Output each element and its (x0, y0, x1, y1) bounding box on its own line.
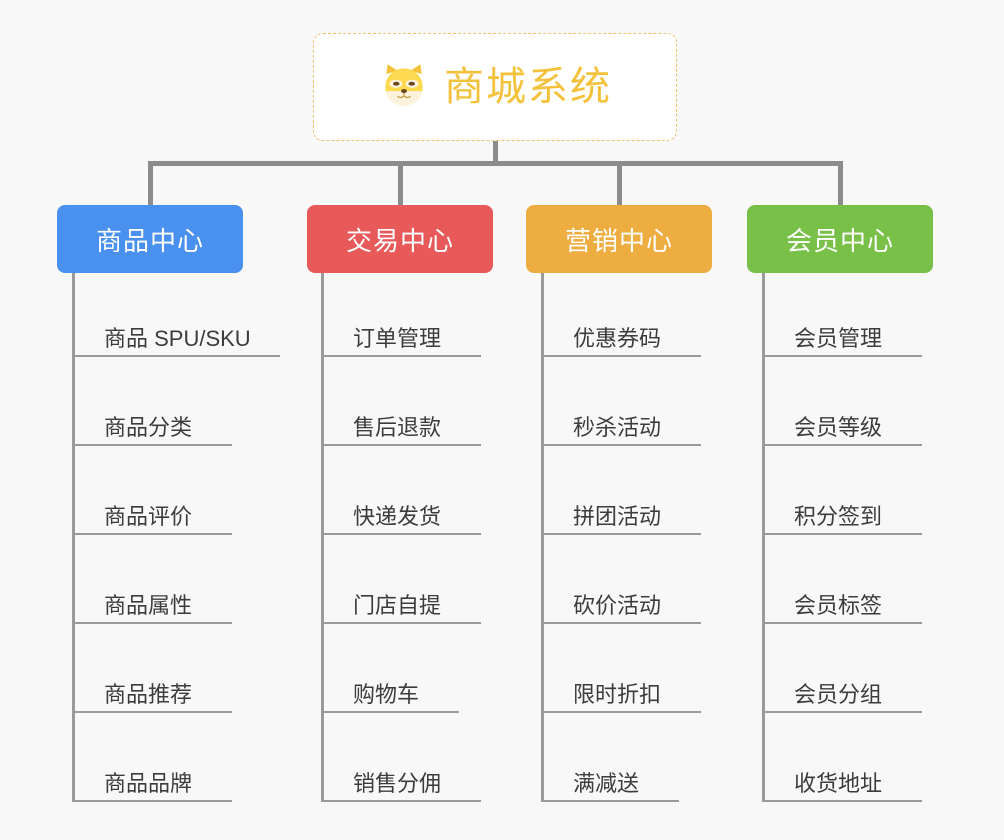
connector-drop-member-center (838, 161, 843, 205)
leaf-item[interactable]: 秒杀活动 (541, 394, 701, 446)
leaf-item-label: 销售分佣 (353, 771, 442, 796)
shiba-dog-emoji (378, 61, 430, 113)
leaf-item-label: 会员标签 (794, 593, 883, 618)
category-label: 会员中心 (785, 225, 894, 256)
leaf-item-label: 快递发货 (353, 504, 442, 529)
connector-drop-marketing-center (617, 161, 622, 205)
category-box-trade-center[interactable]: 交易中心 (307, 205, 493, 273)
leaf-item[interactable]: 门店自提 (321, 572, 481, 624)
leaf-item[interactable]: 优惠券码 (541, 305, 701, 357)
leaf-item[interactable]: 会员分组 (762, 661, 922, 713)
leaf-item-underline (72, 355, 280, 357)
leaf-item[interactable]: 商品品牌 (72, 750, 232, 802)
column-spine-product-center (72, 273, 75, 802)
leaf-item[interactable]: 积分签到 (762, 483, 922, 535)
leaf-item-underline (762, 711, 922, 713)
leaf-item[interactable]: 会员标签 (762, 572, 922, 624)
connector-drop-product-center (148, 161, 153, 205)
leaf-item[interactable]: 限时折扣 (541, 661, 701, 713)
leaf-item-label: 商品品牌 (104, 771, 193, 796)
leaf-item-label: 商品评价 (104, 504, 193, 529)
leaf-item[interactable]: 拼团活动 (541, 483, 701, 535)
leaf-item-label: 会员管理 (794, 326, 883, 351)
leaf-item[interactable]: 商品分类 (72, 394, 232, 446)
leaf-item-underline (541, 800, 679, 802)
leaf-item[interactable]: 商品评价 (72, 483, 232, 535)
leaf-item-label: 售后退款 (353, 415, 442, 440)
root-title: 商城系统 (444, 65, 612, 109)
leaf-item-label: 满减送 (573, 771, 640, 796)
leaf-item-label: 商品分类 (104, 415, 193, 440)
column-spine-member-center (762, 273, 765, 802)
leaf-item-label: 限时折扣 (573, 682, 662, 707)
root-node-shop-system[interactable]: 商城系统 (313, 33, 677, 141)
leaf-item-underline (321, 444, 481, 446)
leaf-item-underline (762, 622, 922, 624)
leaf-item-underline (541, 622, 701, 624)
leaf-item[interactable]: 会员等级 (762, 394, 922, 446)
leaf-item-label: 订单管理 (353, 326, 442, 351)
leaf-item-underline (72, 444, 232, 446)
leaf-item[interactable]: 会员管理 (762, 305, 922, 357)
column-spine-marketing-center (541, 273, 544, 802)
category-label: 营销中心 (564, 225, 673, 256)
leaf-item-underline (541, 444, 701, 446)
leaf-item-underline (541, 533, 701, 535)
leaf-item-underline (321, 533, 481, 535)
leaf-item-underline (762, 444, 922, 446)
leaf-item-underline (72, 622, 232, 624)
leaf-item-underline (762, 800, 922, 802)
leaf-item-label: 优惠券码 (573, 326, 662, 351)
leaf-item-underline (72, 800, 232, 802)
leaf-item-underline (541, 355, 701, 357)
leaf-item-label: 会员等级 (794, 415, 883, 440)
leaf-item[interactable]: 售后退款 (321, 394, 481, 446)
leaf-item-underline (762, 533, 922, 535)
leaf-item-label: 砍价活动 (573, 593, 662, 618)
leaf-item[interactable]: 商品属性 (72, 572, 232, 624)
category-box-marketing-center[interactable]: 营销中心 (526, 205, 712, 273)
leaf-item[interactable]: 收货地址 (762, 750, 922, 802)
leaf-item-label: 会员分组 (794, 682, 883, 707)
leaf-item-underline (321, 355, 481, 357)
leaf-item[interactable]: 商品 SPU/SKU (72, 305, 280, 357)
leaf-item[interactable]: 快递发货 (321, 483, 481, 535)
leaf-item-underline (72, 711, 232, 713)
category-label: 交易中心 (345, 225, 454, 256)
connector-trunk (493, 141, 498, 166)
connector-bus (148, 161, 838, 166)
leaf-item[interactable]: 销售分佣 (321, 750, 481, 802)
leaf-item-underline (321, 800, 481, 802)
leaf-item-underline (541, 711, 701, 713)
leaf-item-label: 门店自提 (353, 593, 442, 618)
leaf-item-underline (321, 711, 459, 713)
leaf-item-label: 秒杀活动 (573, 415, 662, 440)
leaf-item-label: 收货地址 (794, 771, 883, 796)
leaf-item-label: 商品属性 (104, 593, 193, 618)
leaf-item[interactable]: 商品推荐 (72, 661, 232, 713)
category-box-product-center[interactable]: 商品中心 (57, 205, 243, 273)
leaf-item-underline (321, 622, 481, 624)
leaf-item-label: 积分签到 (794, 504, 883, 529)
leaf-item-underline (762, 355, 922, 357)
category-label: 商品中心 (95, 225, 204, 256)
leaf-item[interactable]: 满减送 (541, 750, 679, 802)
leaf-item-label: 购物车 (353, 682, 420, 707)
leaf-item[interactable]: 订单管理 (321, 305, 481, 357)
leaf-item-label: 商品 SPU/SKU (104, 326, 251, 351)
leaf-item-label: 商品推荐 (104, 682, 193, 707)
leaf-item[interactable]: 砍价活动 (541, 572, 701, 624)
leaf-item-label: 拼团活动 (573, 504, 662, 529)
leaf-item[interactable]: 购物车 (321, 661, 459, 713)
column-spine-trade-center (321, 273, 324, 802)
connector-drop-trade-center (398, 161, 403, 205)
category-box-member-center[interactable]: 会员中心 (747, 205, 933, 273)
leaf-item-underline (72, 533, 232, 535)
